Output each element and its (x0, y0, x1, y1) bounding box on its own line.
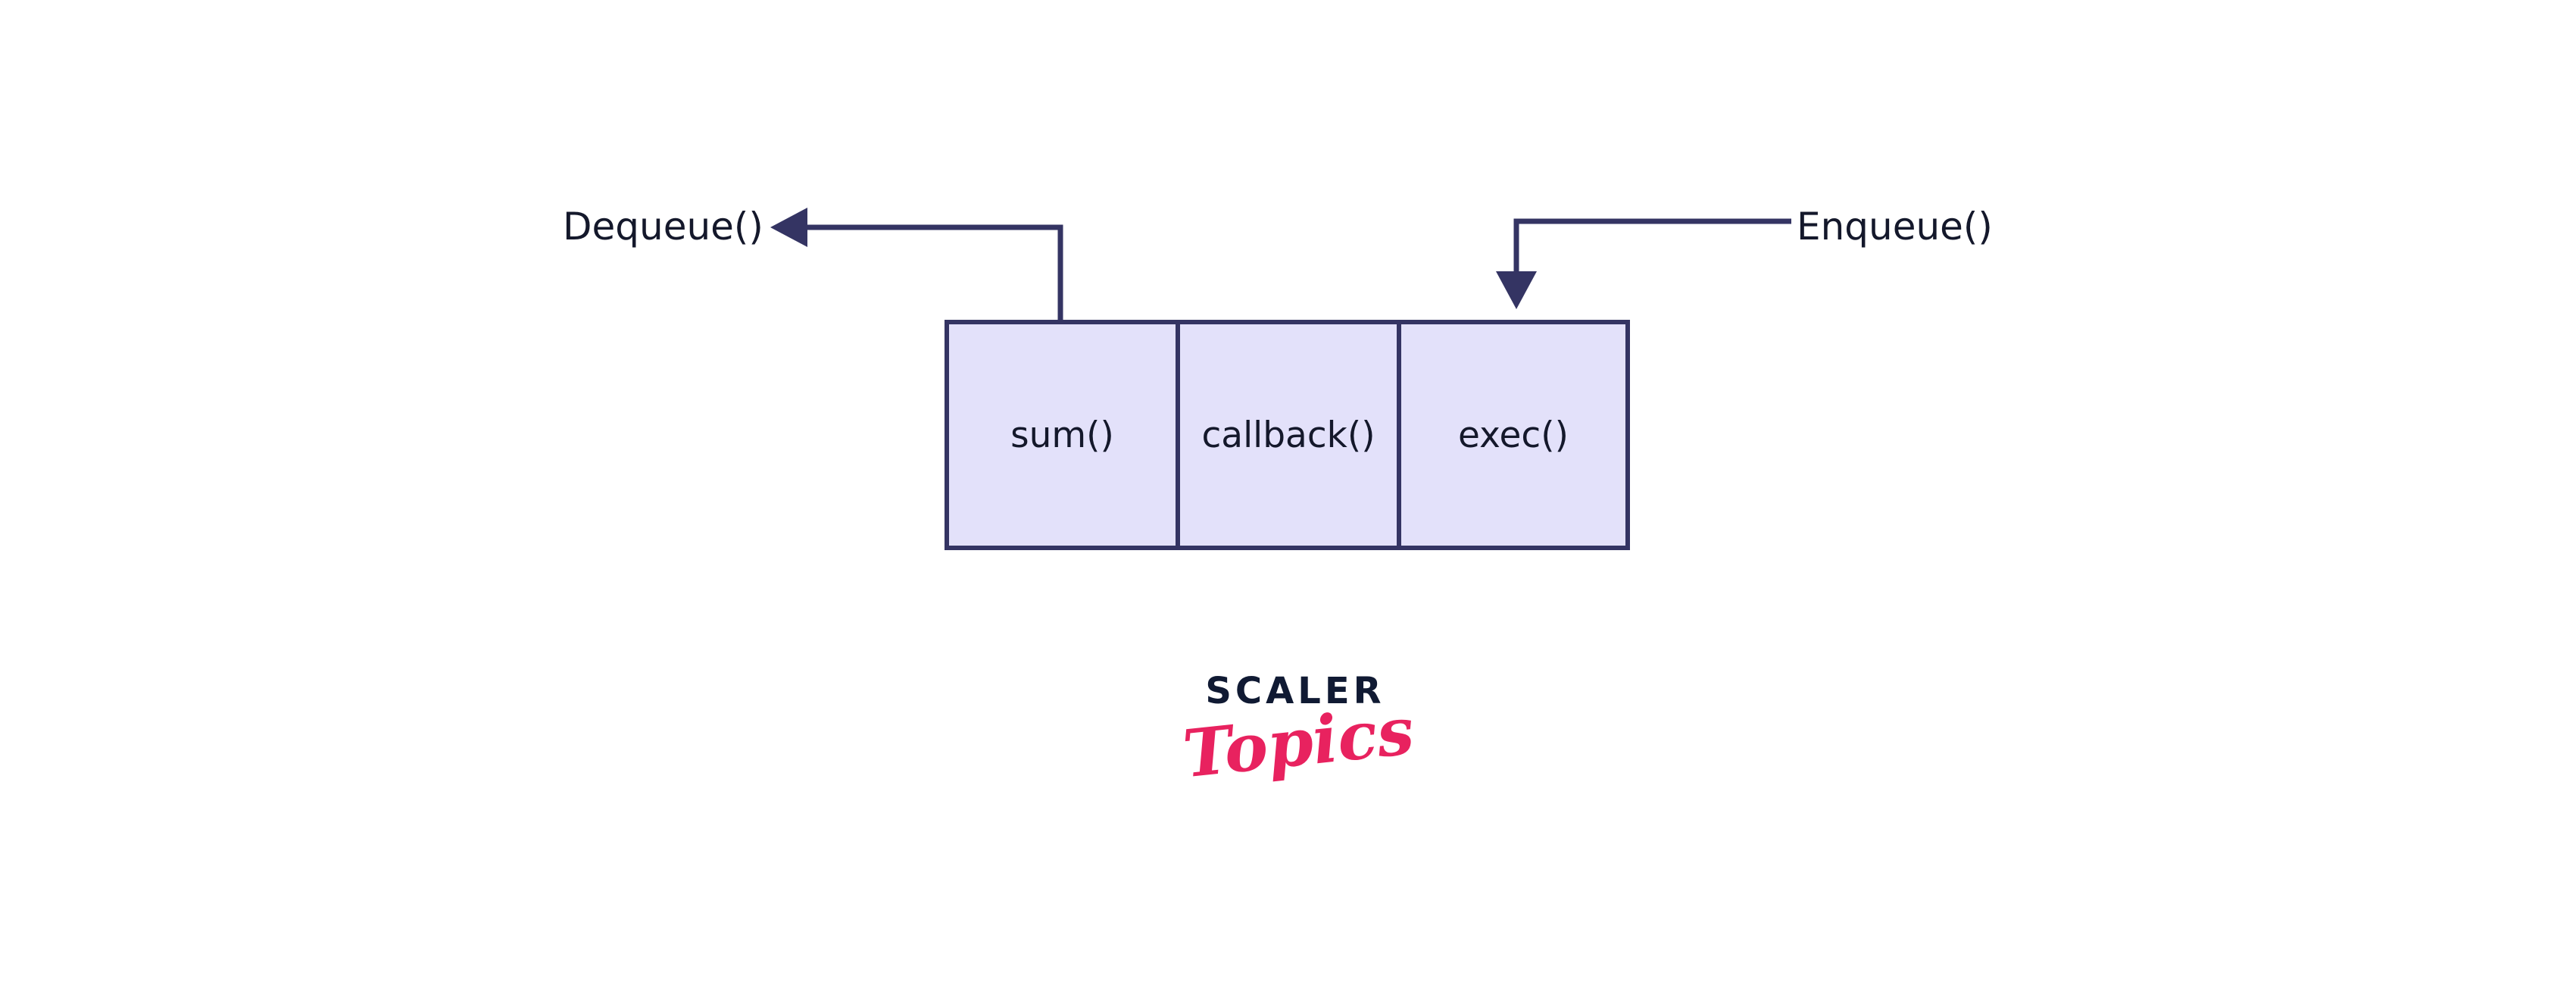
dequeue-connector (770, 208, 1063, 320)
dequeue-label: Dequeue() (563, 205, 763, 249)
dequeue-arrowhead-icon (770, 208, 807, 247)
enqueue-arrowhead-icon (1496, 271, 1537, 309)
queue-container: sum() callback() exec() (945, 320, 1630, 550)
queue-cell-callback: callback() (1176, 324, 1397, 546)
enqueue-connector (1496, 218, 1791, 309)
logo-wordmark: SCALER (1205, 670, 1385, 712)
enqueue-connector-line (1513, 218, 1791, 277)
dequeue-connector-line (803, 224, 1063, 320)
queue-cell-sum: sum() (949, 324, 1176, 546)
queue-cell-exec: exec() (1397, 324, 1625, 546)
enqueue-label: Enqueue() (1797, 205, 1993, 249)
scaler-topics-logo: SCALER Topics (1179, 670, 1417, 840)
